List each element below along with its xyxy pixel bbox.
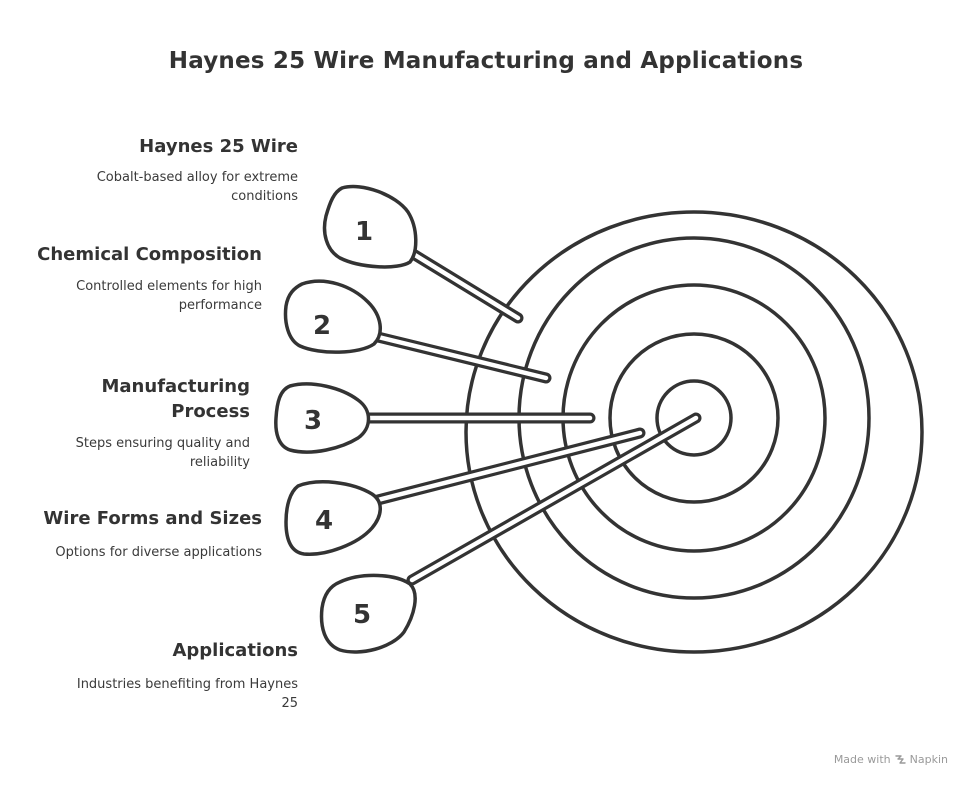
item-chemical-composition: Chemical Composition Controlled elements… [32,242,262,315]
item-description: Industries benefiting from Haynes 25 [76,677,298,711]
dart-shaft-5 [406,412,702,586]
target-ring-outer [464,210,924,654]
item-wire-forms-and-sizes: Wire Forms and Sizes Options for diverse… [42,506,262,562]
item-heading: Applications [172,640,298,661]
dart-head-1 [322,184,418,269]
made-with-label: Made with [833,753,891,766]
target-ring-4 [608,332,780,504]
dart-number-2: 2 [313,311,331,341]
dart-head-2 [283,279,382,354]
dart-number-3: 3 [304,406,322,436]
dart-head-3 [274,382,371,454]
made-with-napkin-badge[interactable]: Made with Napkin [834,753,948,766]
dart-number-4: 4 [315,506,333,536]
item-heading: Wire Forms and Sizes [43,508,262,529]
item-description: Steps ensuring quality and reliability [75,436,250,470]
item-heading: Haynes 25 Wire [139,136,298,157]
item-applications: Applications Industries benefiting from … [58,638,298,713]
item-heading: Manufacturing Process [101,376,251,422]
dart-shaft-1 [404,246,524,324]
dart-number-5: 5 [353,600,371,630]
dart-shaft-2 [372,331,552,384]
dart-number-1: 1 [355,217,373,247]
item-manufacturing-process: Manufacturing Process Steps ensuring qua… [30,374,250,472]
napkin-logo-icon [894,755,906,764]
dart-head-5 [319,573,417,654]
diagram-title: Haynes 25 Wire Manufacturing and Applica… [168,48,804,74]
target-bullseye [655,379,733,457]
item-heading: Chemical Composition [37,244,262,265]
item-description: Cobalt-based alloy for extreme condition… [96,170,298,204]
dart-shaft-4 [372,427,646,506]
item-description: Controlled elements for high performance [76,279,262,313]
item-haynes-25-wire: Haynes 25 Wire Cobalt-based alloy for ex… [58,134,298,206]
napkin-brand-label: Napkin [909,753,948,766]
item-description: Options for diverse applications [55,545,262,560]
dart-head-4 [284,480,382,556]
